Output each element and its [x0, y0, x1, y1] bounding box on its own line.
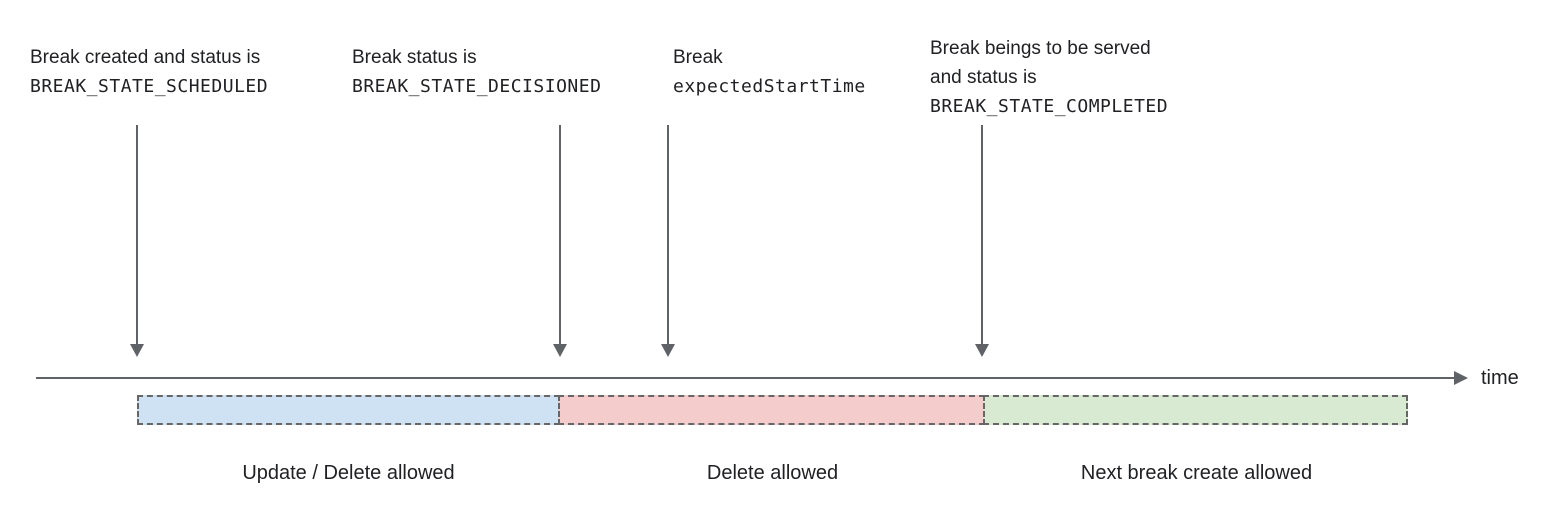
annotation-text: Break status is	[352, 47, 477, 68]
segment-delete-allowed	[558, 395, 985, 425]
arrow-shaft	[667, 125, 669, 346]
segment-update-delete-allowed	[137, 395, 560, 425]
arrowhead-down-icon	[130, 344, 144, 357]
segment-label-update-delete: Update / Delete allowed	[242, 462, 455, 484]
down-arrow-icon	[975, 125, 989, 357]
annotation-text: Break	[673, 47, 723, 68]
annotation-code-text: expectedStartTime	[673, 76, 866, 97]
annotation-code-text: BREAK_STATE_COMPLETED	[930, 96, 1169, 117]
annotation-text: Break created and status is	[30, 47, 261, 68]
annotation-code-text: BREAK_STATE_DECISIONED	[352, 76, 602, 97]
segment-label-next-break: Next break create allowed	[1080, 462, 1313, 484]
segment-labels-row: Update / Delete allowed Delete allowed N…	[137, 460, 1408, 486]
down-arrow-icon	[661, 125, 675, 357]
segment-next-break-create-allowed	[983, 395, 1408, 425]
arrow-shaft	[559, 125, 561, 346]
phase-bar	[137, 395, 1408, 425]
timeline-axis	[36, 377, 1455, 379]
arrowhead-down-icon	[975, 344, 989, 357]
timeline-label: time	[1481, 367, 1519, 389]
annotation-break-completed: Break beings to be served and status is …	[930, 34, 1168, 121]
segment-label-delete: Delete allowed	[706, 462, 839, 484]
annotation-expected-start-time: Break expectedStartTime	[673, 43, 866, 101]
arrow-shaft	[981, 125, 983, 346]
down-arrow-icon	[553, 125, 567, 357]
annotation-text: Break beings to be served	[930, 38, 1151, 59]
annotation-break-decisioned: Break status is BREAK_STATE_DECISIONED	[352, 43, 601, 101]
arrow-shaft	[136, 125, 138, 346]
down-arrow-icon	[130, 125, 144, 357]
arrowhead-down-icon	[553, 344, 567, 357]
annotation-text: and status is	[930, 67, 1037, 88]
annotation-break-scheduled: Break created and status is BREAK_STATE_…	[30, 43, 268, 101]
arrowhead-down-icon	[661, 344, 675, 357]
annotation-code-text: BREAK_STATE_SCHEDULED	[30, 76, 269, 97]
arrowhead-right-icon	[1454, 371, 1468, 385]
